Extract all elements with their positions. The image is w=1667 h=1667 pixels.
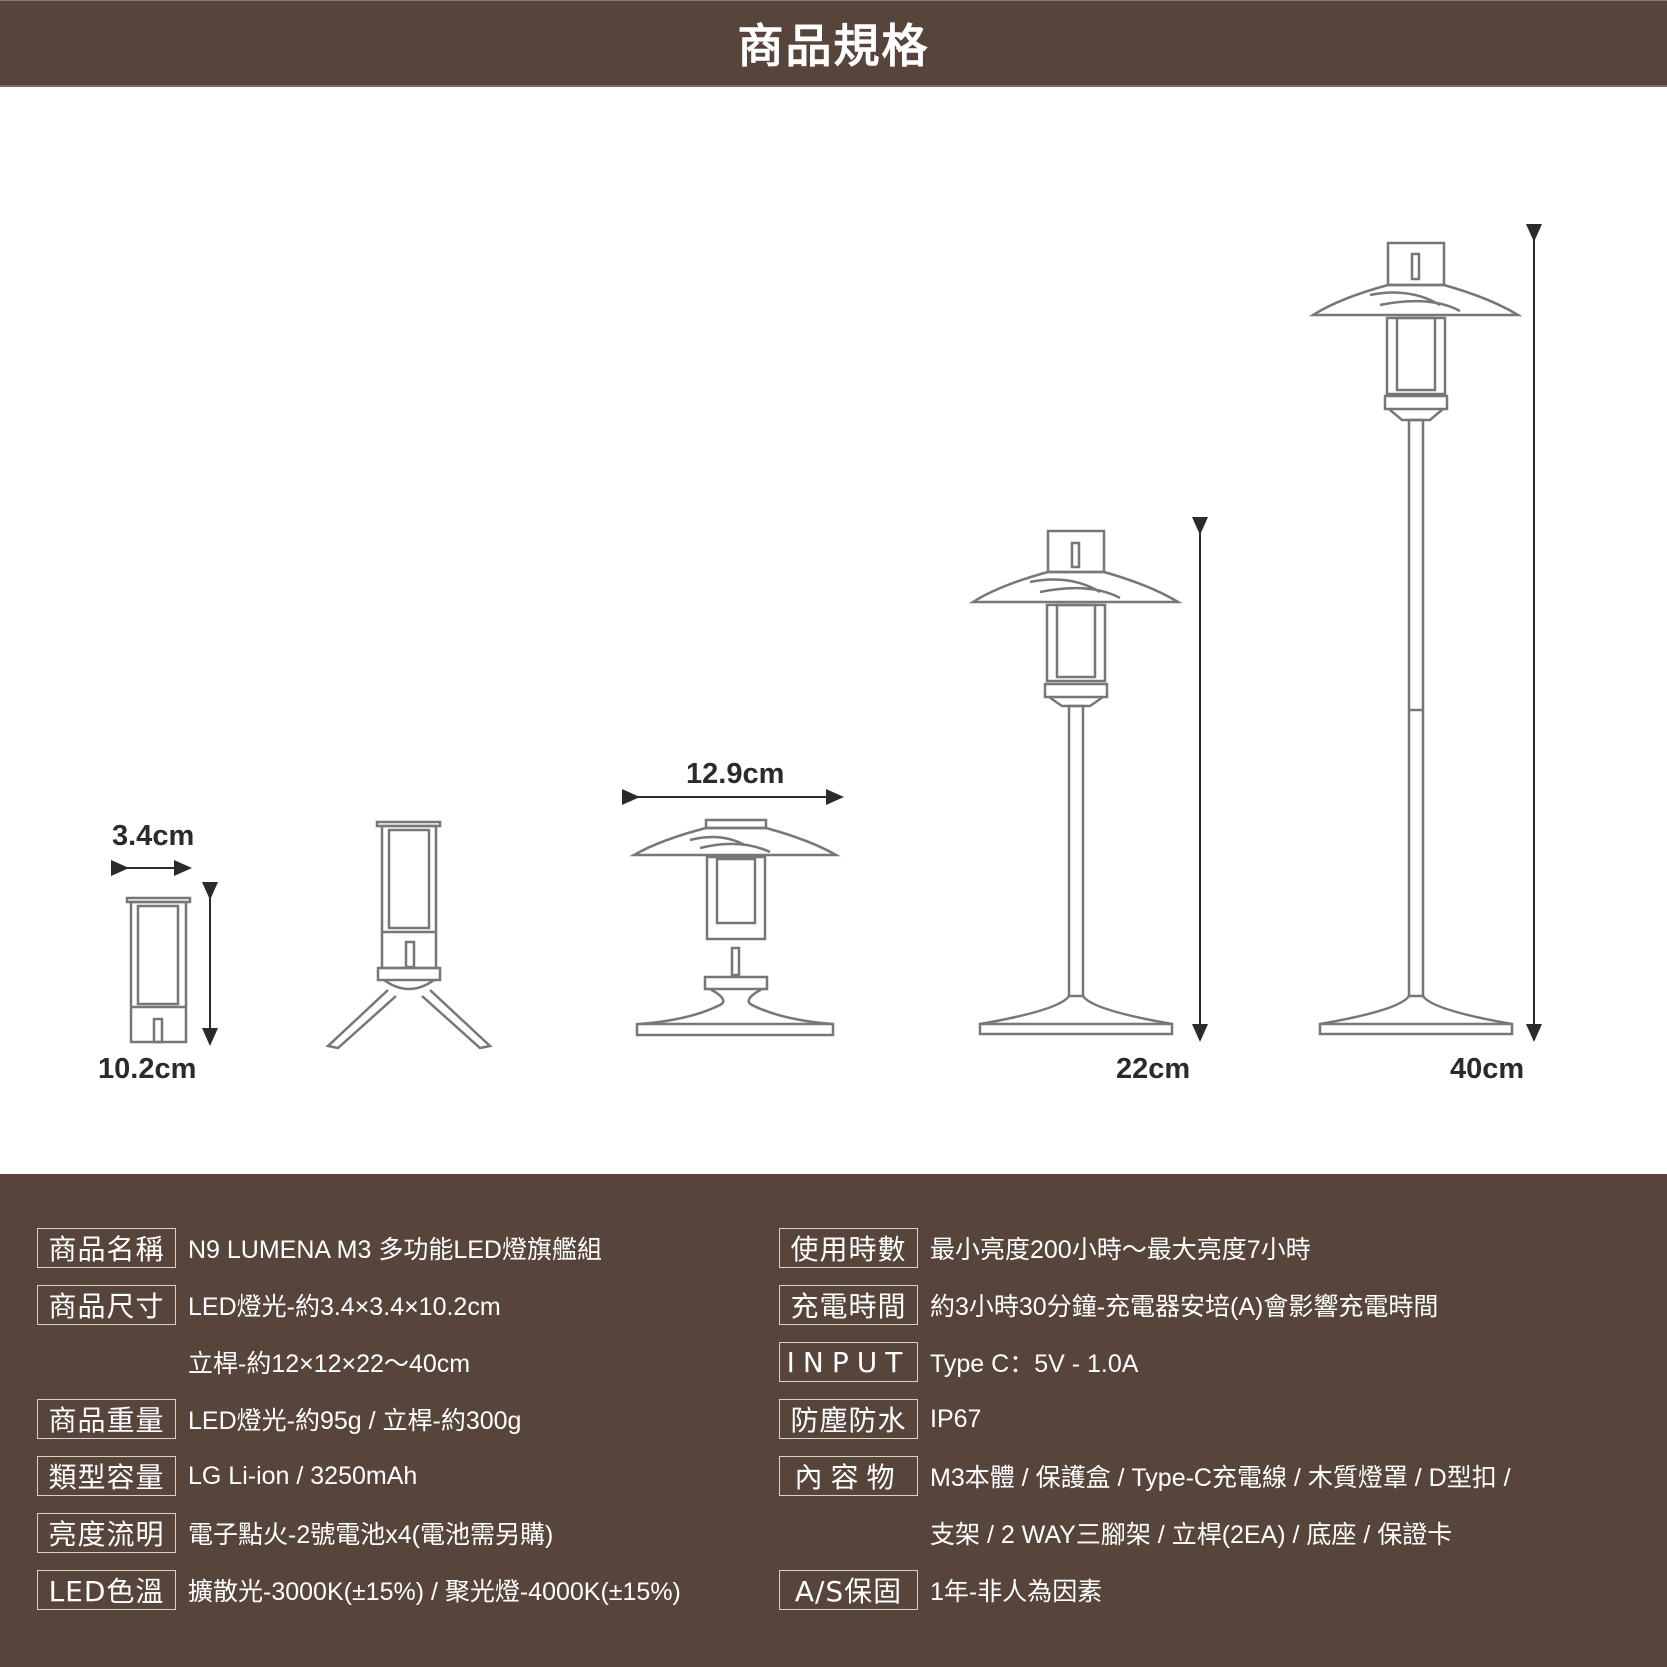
spec-label: 商品重量 [37, 1399, 176, 1439]
spec-label: 防塵防水 [779, 1399, 918, 1439]
spec-value: LED燈光-約3.4×3.4×10.2cm [188, 1293, 501, 1321]
spec-label: 使用時數 [779, 1228, 918, 1268]
spec-label: 亮度流明 [37, 1513, 176, 1553]
spec-row: 商品名稱 N9 LUMENA M3 多功能LED燈旗艦組 [37, 1228, 602, 1268]
spec-row: 內容物 M3本體 / 保護盒 / Type-C充電線 / 木質燈罩 / D型扣 … [779, 1456, 1511, 1496]
spec-row: 亮度流明 電子點火-2號電池x4(電池需另購) [37, 1513, 553, 1553]
page-title: 商品規格 [737, 19, 930, 73]
spec-value: M3本體 / 保護盒 / Type-C充電線 / 木質燈罩 / D型扣 / [930, 1464, 1511, 1492]
spec-row: 充電時間 約3小時30分鐘-充電器安培(A)會影響充電時間 [779, 1285, 1438, 1325]
lantern-height-label: 10.2cm [98, 1053, 197, 1085]
spec-value: IP67 [930, 1404, 982, 1433]
lamp-drawings [111, 224, 1542, 1050]
spec-value: LG Li-ion / 3250mAh [188, 1461, 418, 1490]
lantern-width-label: 3.4cm [112, 820, 195, 852]
lantern-standalone-figure [111, 860, 218, 1046]
spec-value: 約3小時30分鐘-充電器安培(A)會影響充電時間 [930, 1293, 1439, 1321]
tall-pole-height-label: 40cm [1450, 1053, 1525, 1085]
lantern-shade-base-figure [622, 789, 844, 1037]
spec-label: LED色溫 [37, 1570, 176, 1610]
spec-value: 1年-非人為因素 [930, 1578, 1103, 1606]
spec-row: INPUT Type C：5V - 1.0A [779, 1342, 1138, 1382]
spec-label: 充電時間 [779, 1285, 918, 1325]
spec-value: 擴散光-3000K(±15%) / 聚光燈-4000K(±15%) [188, 1578, 681, 1606]
spec-row: 類型容量 LG Li-ion / 3250mAh [37, 1456, 417, 1496]
spec-label: 商品尺寸 [37, 1285, 176, 1325]
spec-label: 類型容量 [37, 1456, 176, 1496]
spec-value: 支架 / 2 WAY三腳架 / 立桿(2EA) / 底座 / 保證卡 [930, 1521, 1453, 1549]
product-dimension-diagram: 3.4cm 10.2cm 12.9cm 22cm 40cm [0, 87, 1667, 1174]
spec-value: 電子點火-2號電池x4(電池需另購) [188, 1521, 554, 1549]
spec-row: 支架 / 2 WAY三腳架 / 立桿(2EA) / 底座 / 保證卡 [779, 1513, 1452, 1553]
spec-value: 立桿-約12×12×22～40cm [188, 1350, 471, 1378]
spec-row: 商品尺寸 LED燈光-約3.4×3.4×10.2cm [37, 1285, 501, 1325]
lantern-tall-pole-figure [1308, 224, 1542, 1042]
spec-value: Type C：5V - 1.0A [930, 1350, 1139, 1378]
lantern-tripod-figure [325, 820, 493, 1050]
spec-value: N9 LUMENA M3 多功能LED燈旗艦組 [188, 1236, 602, 1264]
page-header: 商品規格 [0, 0, 1667, 87]
lantern-short-pole-figure [968, 517, 1208, 1042]
spec-value: 最小亮度200小時～最大亮度7小時 [930, 1236, 1311, 1264]
spec-label: INPUT [779, 1342, 918, 1382]
spec-row: LED色溫 擴散光-3000K(±15%) / 聚光燈-4000K(±15%) [37, 1570, 681, 1610]
spec-label: 內容物 [779, 1456, 918, 1496]
spec-row: 商品重量 LED燈光-約95g / 立桿-約300g [37, 1399, 521, 1439]
spec-panel: 商品名稱 N9 LUMENA M3 多功能LED燈旗艦組 商品尺寸 LED燈光-… [0, 1174, 1667, 1667]
spec-row: 使用時數 最小亮度200小時～最大亮度7小時 [779, 1228, 1311, 1268]
spec-row: 防塵防水 IP67 [779, 1399, 981, 1439]
spec-row: A/S保固 1年-非人為因素 [779, 1570, 1102, 1610]
spec-value: LED燈光-約95g / 立桿-約300g [188, 1407, 522, 1435]
spec-label: A/S保固 [779, 1570, 918, 1610]
spec-label: 商品名稱 [37, 1228, 176, 1268]
shade-width-label: 12.9cm [686, 758, 785, 790]
spec-row: 立桿-約12×12×22～40cm [37, 1342, 470, 1382]
short-pole-height-label: 22cm [1116, 1053, 1191, 1085]
